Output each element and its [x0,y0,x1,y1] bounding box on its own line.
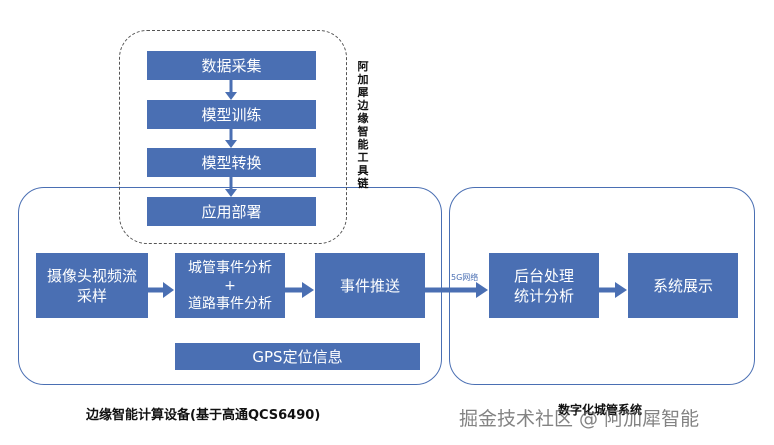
step-app-deployment: 应用部署 [147,197,316,226]
backend-processing-box: 后台处理 统计分析 [489,253,599,318]
city-system-container [449,187,755,385]
step-model-training: 模型训练 [147,100,316,129]
network-label: 5G网络 [451,273,479,282]
gps-info-box: GPS定位信息 [175,343,420,370]
toolchain-label: 阿加犀边缘智能工具链 [357,60,369,190]
arrow-backend-to-display [599,282,627,298]
arrow-push-to-backend [425,282,488,298]
system-display-box: 系统展示 [628,253,738,318]
city-system-label: 数字化城管系统 [558,403,643,417]
arrow-conversion-to-deployment [225,177,237,197]
arrow-capture-to-analysis [148,282,174,298]
event-analysis-box: 城管事件分析 + 道路事件分析 [175,253,285,318]
step-model-conversion: 模型转换 [147,148,316,177]
arrow-collection-to-training [225,80,237,100]
step-data-collection: 数据采集 [147,51,316,80]
arrow-analysis-to-push [285,282,314,298]
toolchain-container [119,30,347,244]
arrow-training-to-conversion [225,129,237,148]
edge-device-label: 边缘智能计算设备(基于高通QCS6490) [86,408,321,423]
camera-sampling-box: 摄像头视频流 采样 [36,253,148,318]
watermark: 掘金技术社区 @ 阿加犀智能 [459,408,700,430]
event-push-box: 事件推送 [315,253,425,318]
